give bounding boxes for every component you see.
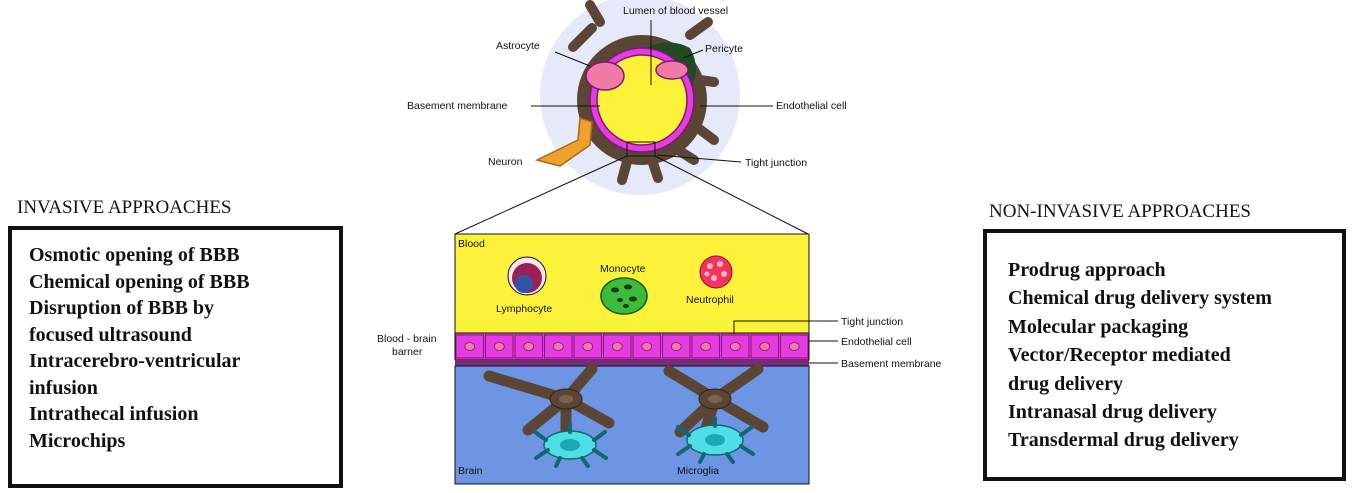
- label-basement-membrane: Basement membrane: [407, 100, 508, 112]
- endothelial-cell-nucleus: [582, 342, 594, 351]
- label-microglia: Microglia: [677, 465, 719, 477]
- invasive-heading: INVASIVE APPROACHES: [17, 197, 232, 218]
- approach-item: Microchips: [29, 429, 126, 452]
- zoom-box: [626, 141, 656, 157]
- approach-item: Transdermal drug delivery: [1008, 429, 1239, 452]
- label-bbb-line1: Blood - brain: [377, 333, 437, 345]
- microglia-left: [533, 422, 608, 468]
- label-bbb-line2: barner: [392, 346, 423, 358]
- endothelial-cell-nucleus: [493, 342, 505, 351]
- endothelial-nucleus: [585, 61, 625, 91]
- endothelial-cell-nucleus: [552, 342, 564, 351]
- approach-item: Chemical drug delivery system: [1008, 287, 1272, 310]
- endothelial-cell-nucleus: [641, 342, 653, 351]
- approach-item: Intracerebro-ventricular: [29, 350, 241, 372]
- endothelial-cell-nucleus: [611, 342, 623, 351]
- approach-item: Intranasal drug delivery: [1008, 401, 1217, 424]
- approach-item: focused ultrasound: [29, 323, 192, 346]
- non-invasive-heading: NON-INVASIVE APPROACHES: [989, 201, 1251, 222]
- label-endothelial-cell: Endothelial cell: [776, 100, 847, 112]
- neutrophil-granules: [704, 261, 727, 281]
- label-endothelial-cell-section: Endothelial cell: [841, 336, 912, 348]
- label-pericyte: Pericyte: [705, 43, 743, 55]
- label-blood: Blood: [458, 238, 485, 250]
- label-tight-junction: Tight junction: [745, 157, 807, 169]
- endothelial-cell-nucleus: [670, 342, 682, 351]
- endothelial-cell-nucleus: [729, 342, 741, 351]
- astrocyte-left: [483, 363, 615, 449]
- approach-item: Prodrug approach: [1008, 259, 1166, 281]
- endothelial-cell-nucleus: [759, 342, 771, 351]
- approach-item: infusion: [29, 376, 98, 399]
- label-basement-membrane-section: Basement membrane: [841, 358, 942, 370]
- label-tight-junction-section: Tight junction: [841, 316, 903, 328]
- approach-item: Vector/Receptor mediated: [1008, 344, 1231, 367]
- label-neutrophil: Neutrophil: [686, 294, 734, 306]
- lymphocyte-nucleus: [515, 275, 533, 293]
- label-brain: Brain: [458, 465, 483, 477]
- astrocyte-sheath: [577, 35, 707, 165]
- label-astrocyte: Astrocyte: [496, 40, 540, 52]
- vessel-leader-lines: [454, 20, 809, 235]
- astrocyte-right: [663, 363, 769, 444]
- approach-item: Intrathecal infusion: [29, 403, 199, 425]
- neuron: [534, 116, 593, 167]
- microglia-right: [676, 416, 755, 464]
- approach-item: Osmotic opening of BBB: [29, 244, 240, 266]
- endothelial-layer: [454, 332, 810, 361]
- endothelial-cell-nucleus: [523, 342, 535, 351]
- approach-item: Disruption of BBB by: [29, 297, 215, 319]
- endothelial-nucleus: [655, 60, 689, 80]
- label-neuron: Neuron: [488, 156, 523, 168]
- neutrophil: [699, 255, 733, 289]
- monocyte-granules: [611, 284, 637, 308]
- invasive-list: Osmotic opening of BBB Chemical opening o…: [29, 242, 339, 454]
- section-leader-lines: [733, 320, 838, 364]
- monocyte: [600, 277, 648, 315]
- endothelial-cell-nucleus: [464, 342, 476, 351]
- approach-item: Chemical opening of BBB: [29, 270, 250, 293]
- bbb-section: [454, 233, 810, 485]
- label-lumen: Lumen of blood vessel: [623, 5, 728, 17]
- approach-item: Molecular packaging: [1008, 315, 1189, 338]
- endothelial-cells: [455, 334, 809, 359]
- label-lymphocyte: Lymphocyte: [496, 303, 552, 315]
- endothelial-cell-nucleus: [700, 342, 712, 351]
- basement-membrane-layer: [455, 360, 809, 366]
- vessel-cross-section: [534, 0, 740, 195]
- endothelial-cell-nucleus: [788, 342, 800, 351]
- invasive-approaches-box: Osmotic opening of BBB Chemical opening o…: [8, 226, 343, 488]
- label-monocyte: Monocyte: [600, 263, 646, 275]
- approach-item: drug delivery: [1008, 372, 1123, 395]
